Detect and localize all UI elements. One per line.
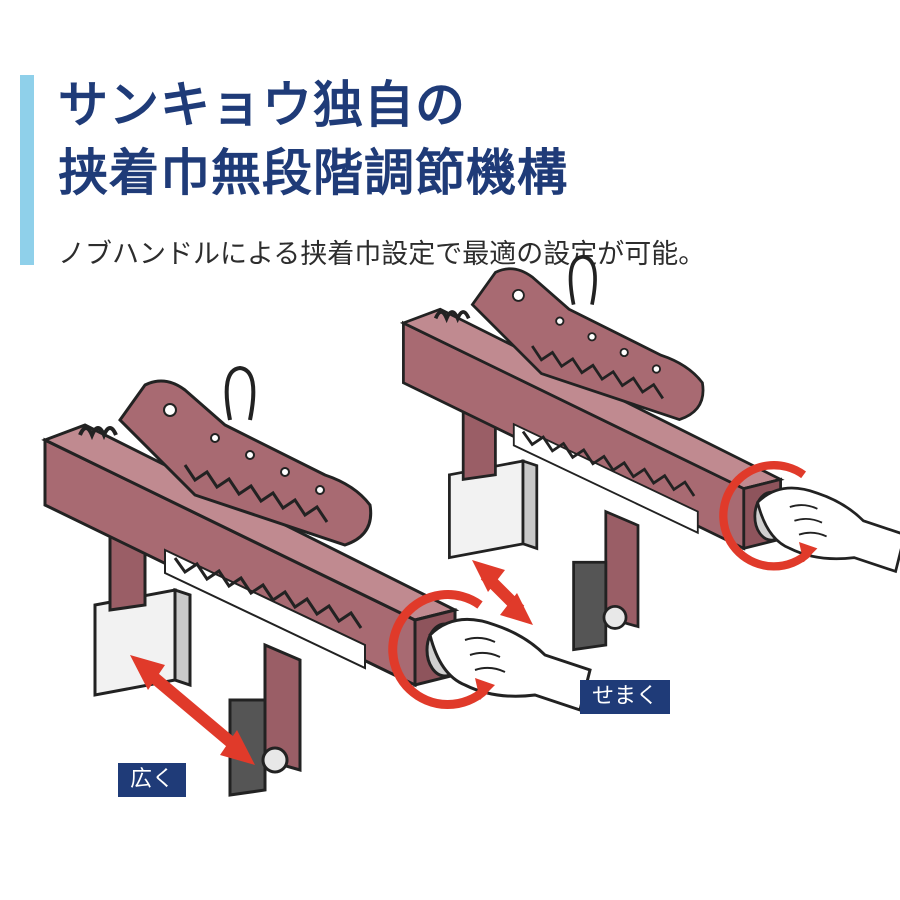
narrow-label: せまく <box>580 680 671 714</box>
wide-label: 広く <box>118 763 187 797</box>
accent-bar <box>20 75 34 265</box>
subtitle: ノブハンドルによる挟着巾設定で最適の設定が可能。 <box>58 239 706 270</box>
title-line-2: 挟着巾無段階調節機構 <box>58 144 568 202</box>
clamp-narrow-icon <box>403 257 900 650</box>
double-arrow-icon <box>130 655 255 765</box>
title-line-1: サンキョウ独自の <box>58 76 466 134</box>
double-arrow-icon <box>472 560 533 625</box>
